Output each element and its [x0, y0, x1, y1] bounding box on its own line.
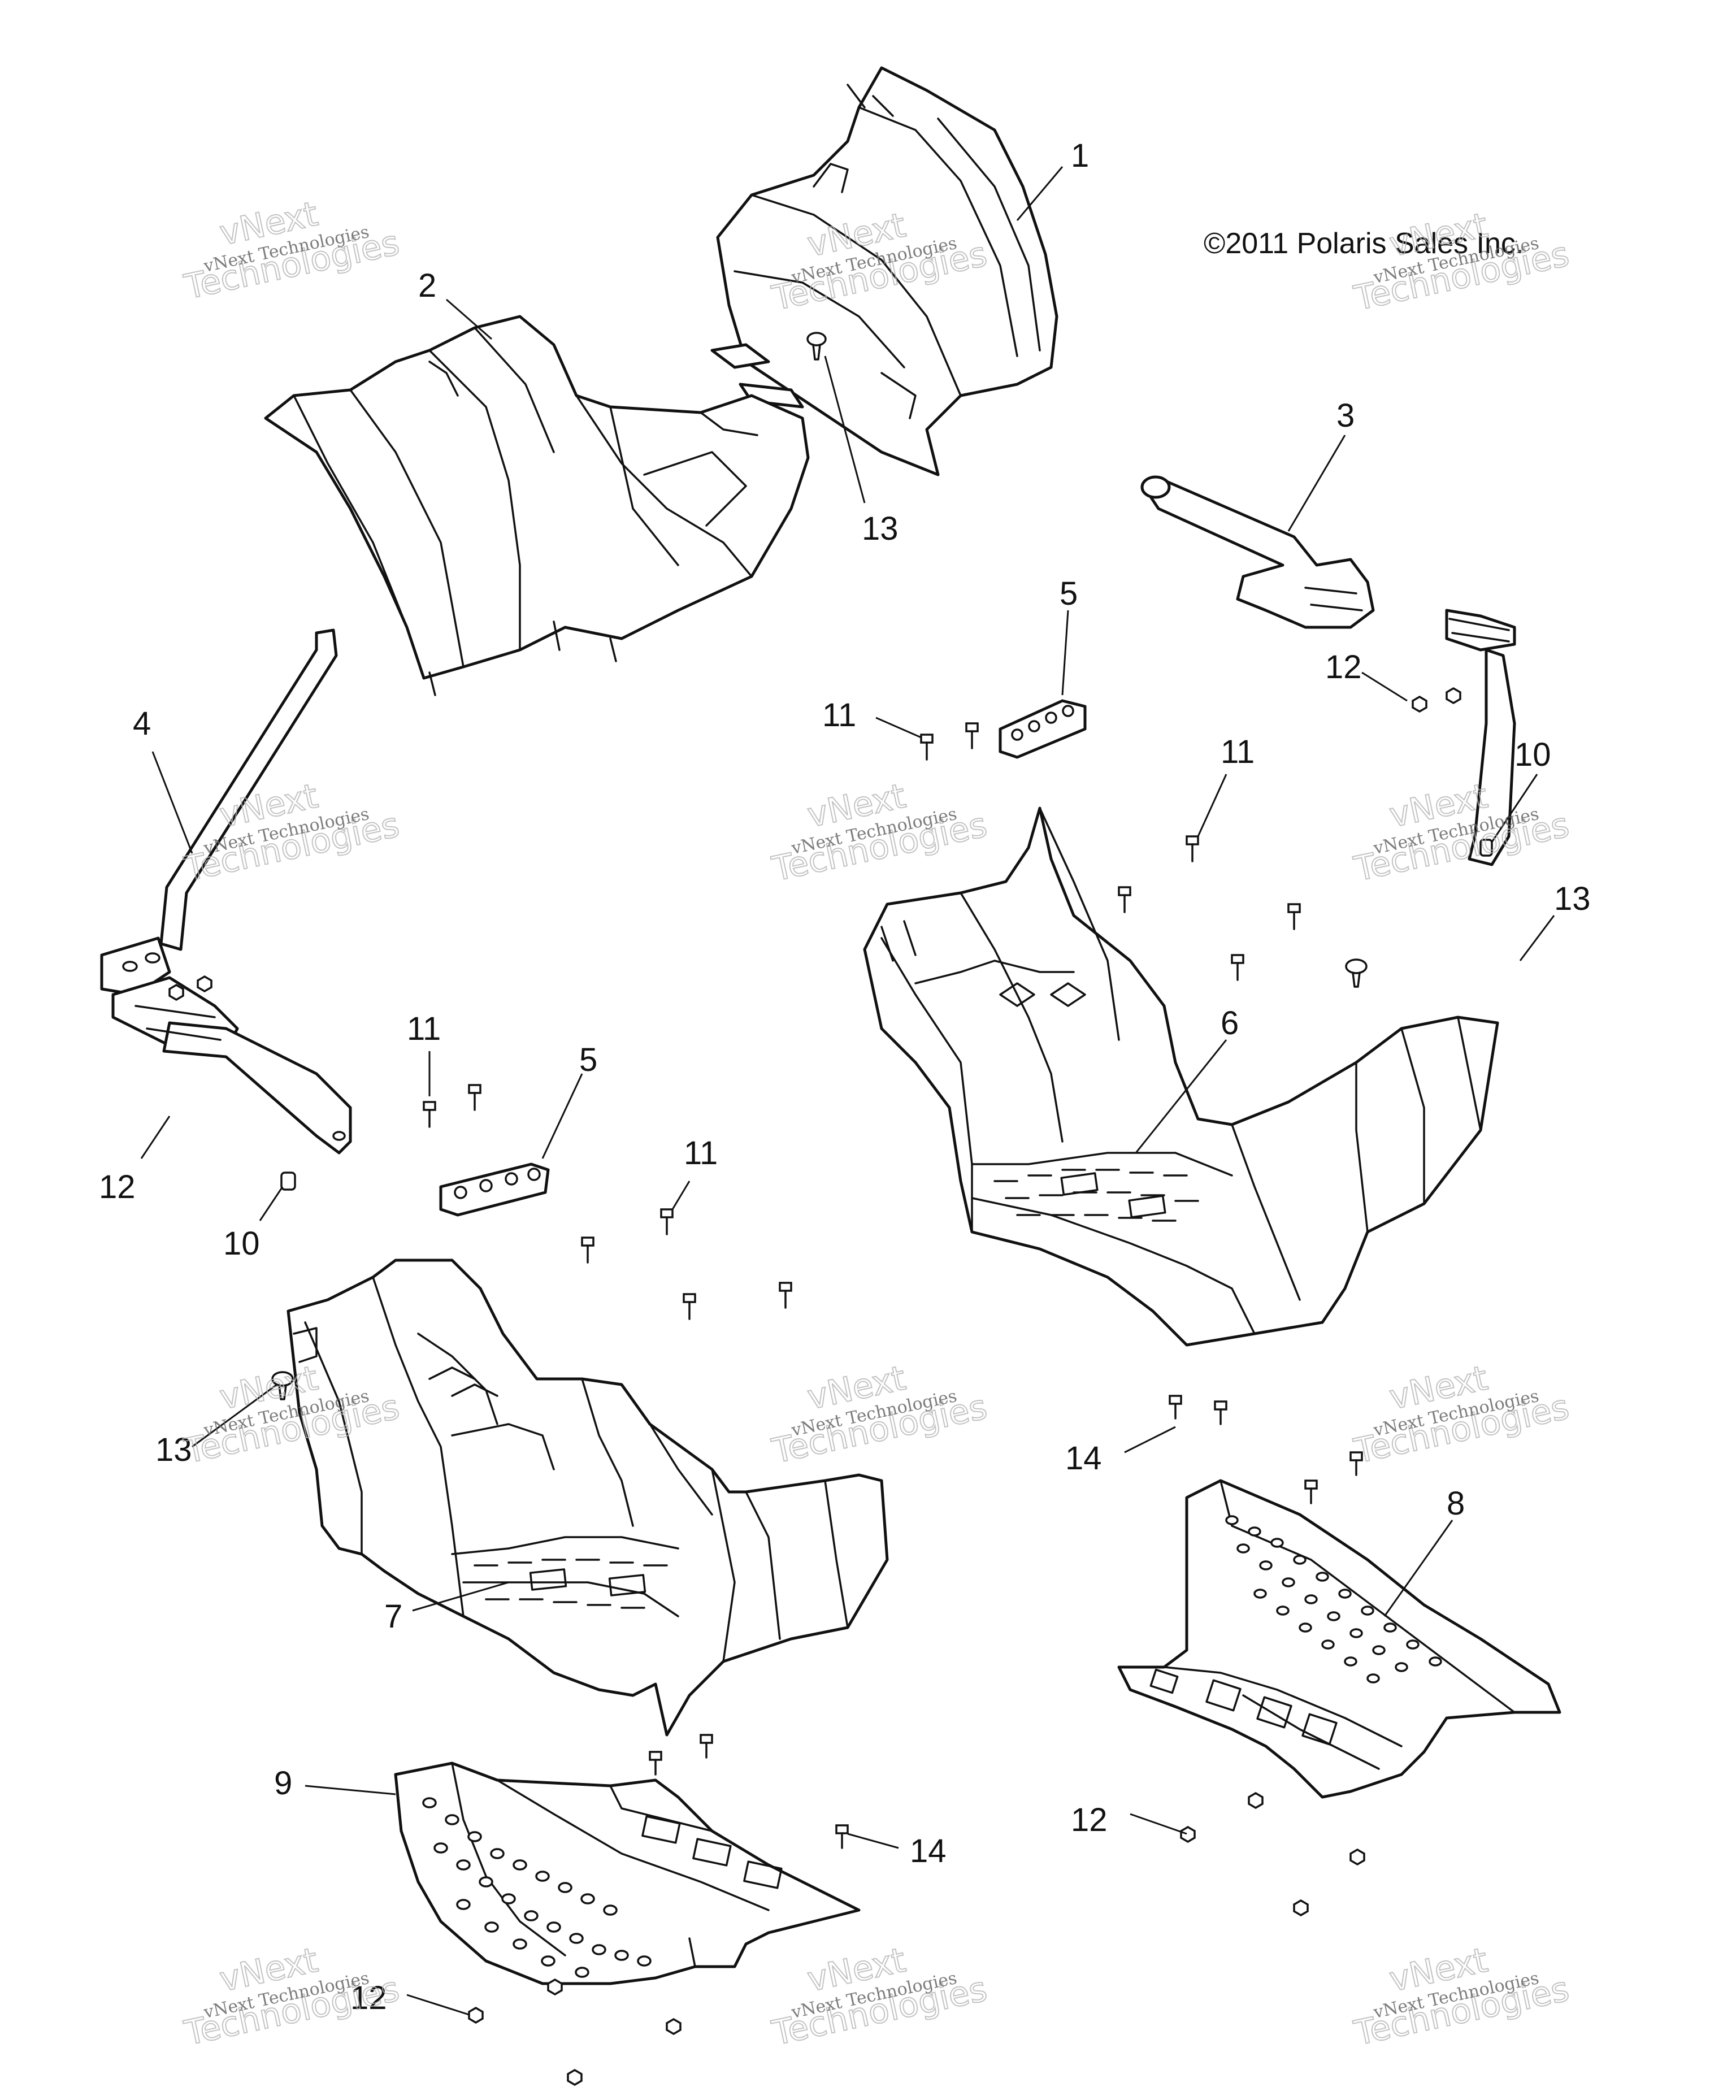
nut-12	[168, 687, 1461, 2086]
callout-12-a: 12	[1325, 649, 1362, 685]
copyright-text: ©2011 Polaris Sales Inc.	[1204, 227, 1524, 260]
callout-1: 1	[1071, 137, 1089, 174]
screw-11	[779, 1282, 792, 1309]
screw-14	[649, 1751, 662, 1776]
part-5-footrest-upper	[999, 699, 1087, 759]
callout-11-c: 11	[407, 1010, 441, 1047]
fasteners	[168, 332, 1493, 2086]
screw-11	[660, 1208, 674, 1235]
screw-14	[835, 1824, 849, 1849]
watermark: vNext Technologies vNext Technologies	[768, 776, 991, 890]
callout-12-c: 12	[1071, 1802, 1108, 1838]
screw-14	[1349, 1451, 1363, 1476]
callout-13-c: 13	[155, 1431, 192, 1468]
watermark: vNext Technologies vNext Technologies	[1350, 1940, 1573, 2054]
screw-11	[1118, 886, 1131, 913]
callout-12-d: 12	[350, 1980, 387, 2016]
screw-11	[1231, 954, 1244, 981]
part-4-rear-bar-left	[100, 628, 352, 1155]
callout-10-right: 10	[1514, 736, 1551, 773]
callout-2: 2	[418, 267, 436, 304]
callout-11-d: 11	[684, 1135, 718, 1172]
watermark: vNext Technologies vNext Technologies	[1350, 776, 1573, 890]
callout-14-b: 14	[910, 1833, 947, 1869]
screw-14	[700, 1734, 713, 1759]
part-8-footguard-right	[1117, 1479, 1561, 1799]
screw-11	[1287, 903, 1301, 930]
part-2-front-cover-left	[264, 315, 810, 696]
screw-11	[581, 1236, 594, 1264]
callout-14-a: 14	[1065, 1440, 1102, 1477]
part-6-footwell-right	[863, 806, 1499, 1347]
callout-labels: 1 2 3 4 5 5 6 7 8 9 10 10 11 11 11 11 12…	[99, 137, 1591, 2016]
screw-14	[1214, 1400, 1227, 1425]
callout-6: 6	[1221, 1005, 1239, 1042]
watermark: vNext Technologies vNext Technologies	[180, 1940, 403, 2054]
rivet-13	[1345, 958, 1368, 988]
watermark: vNext Technologies vNext Technologies	[1350, 1358, 1573, 1472]
rivet-13	[806, 332, 827, 361]
screw-11	[1186, 835, 1199, 862]
callout-5-upper: 5	[1060, 575, 1078, 612]
part-9-footguard-left	[394, 1761, 861, 1985]
callout-8: 8	[1447, 1485, 1465, 1522]
part-8-holes	[1225, 1515, 1442, 1684]
watermark: vNext Technologies vNext Technologies	[768, 1358, 991, 1472]
rivet-10	[1479, 839, 1493, 857]
callout-13-a: 13	[862, 510, 899, 547]
screw-11	[423, 1101, 436, 1128]
callout-4: 4	[133, 705, 151, 742]
callout-13-b: 13	[1554, 880, 1591, 917]
callout-12-b: 12	[99, 1169, 136, 1205]
part-3-rear-bar-right	[1140, 475, 1516, 866]
callout-3: 3	[1336, 397, 1355, 434]
screw-14	[1169, 1395, 1182, 1420]
rivet-10	[280, 1172, 296, 1191]
watermarks: vNext Technologies vNext Technologies vN…	[180, 194, 1573, 2054]
rivet-13	[271, 1371, 294, 1400]
screw-14	[1304, 1479, 1318, 1504]
leader-lines	[140, 166, 1555, 2016]
callout-7: 7	[384, 1598, 402, 1635]
callout-10-left: 10	[223, 1225, 260, 1262]
screw-11	[920, 734, 934, 761]
callout-9: 9	[274, 1765, 292, 1802]
part-5-footrest-lower	[439, 1162, 550, 1217]
screw-11	[468, 1084, 481, 1111]
screw-11	[683, 1293, 696, 1320]
callout-11-b: 11	[1221, 734, 1255, 770]
part-7-footwell-left	[287, 1259, 889, 1737]
callout-11-a: 11	[822, 697, 856, 734]
callout-5-lower: 5	[579, 1042, 597, 1078]
watermark: vNext Technologies vNext Technologies	[180, 194, 403, 308]
watermark: vNext Technologies vNext Technologies	[768, 1940, 991, 2054]
part-1-front-cover-right	[710, 66, 1058, 476]
screw-11	[965, 722, 979, 749]
part-9-holes	[422, 1797, 652, 1978]
